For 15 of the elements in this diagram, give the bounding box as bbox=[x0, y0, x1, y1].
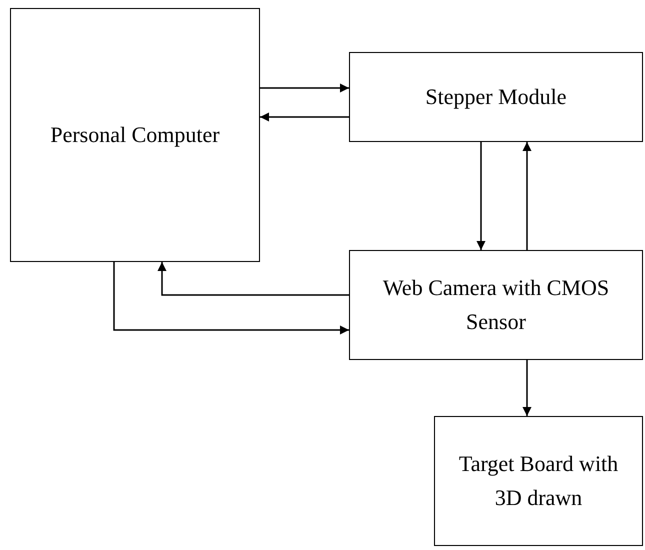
box-label: Target Board with 3D drawn bbox=[458, 450, 620, 512]
process-box bbox=[434, 416, 643, 546]
arrow bbox=[260, 84, 349, 92]
box-label: Personal Computer bbox=[50, 120, 220, 149]
arrow bbox=[522, 142, 532, 250]
box-label: Web Camera with CMOS Sensor bbox=[382, 274, 610, 336]
arrow bbox=[522, 360, 532, 416]
process-box bbox=[349, 52, 643, 142]
box-label: Stepper Module bbox=[425, 82, 567, 111]
process-box bbox=[10, 8, 260, 262]
arrow bbox=[113, 262, 349, 334]
arrow bbox=[158, 262, 349, 296]
process-box bbox=[349, 250, 643, 360]
arrow bbox=[260, 112, 349, 122]
arrow bbox=[476, 142, 486, 250]
